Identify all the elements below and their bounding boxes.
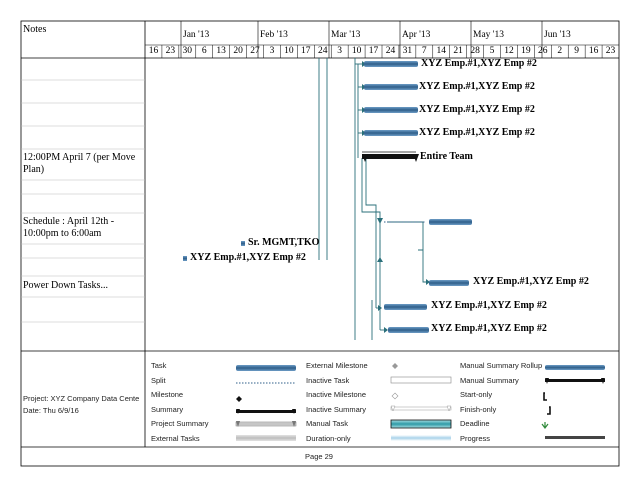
note-row-separators xyxy=(21,79,145,323)
month-label: May '13 xyxy=(473,30,505,40)
task-bar-power-down-3[interactable] xyxy=(388,327,429,333)
legend-item-label: Manual Summary Rollup xyxy=(460,361,543,370)
day-label: 2 xyxy=(557,46,563,56)
connector-arrowheads xyxy=(362,61,430,333)
legend-item-label: Duration-only xyxy=(306,434,351,443)
day-label: 31 xyxy=(402,46,413,56)
legend-item-label: Manual Summary xyxy=(460,375,519,385)
bar-label-power-1: XYZ Emp.#1,XYZ Emp #2 xyxy=(473,276,589,287)
task-bar-power-down-2[interactable] xyxy=(384,304,427,310)
dependency-connectors xyxy=(318,58,430,340)
legend-item-label: Inactive Task xyxy=(306,375,350,385)
day-label: 23 xyxy=(605,46,616,56)
legend-item-label: External Milestone xyxy=(306,361,368,370)
bar-label-early: XYZ Emp.#1,XYZ Emp #2 xyxy=(190,252,306,263)
month-label: Jan '13 xyxy=(183,30,210,40)
bar-label-power-3: XYZ Emp.#1,XYZ Emp #2 xyxy=(431,323,547,334)
bar-label-entire-team: Entire Team xyxy=(420,151,473,162)
bar-label-power-2: XYZ Emp.#1,XYZ Emp #2 xyxy=(431,300,547,311)
task-bar-sr-mgmt[interactable] xyxy=(241,241,245,246)
legend-item-label: Progress xyxy=(460,434,491,443)
day-label: 3 xyxy=(269,46,275,56)
project-date: Date: Thu 6/9/16 xyxy=(23,406,79,415)
note-item: 12:00PM April 7 (per Move Plan) xyxy=(23,152,136,175)
legend-item-label: Inactive Summary xyxy=(306,404,367,414)
day-label: 9 xyxy=(574,46,580,56)
task-bar-2[interactable] xyxy=(364,84,418,90)
day-label: 17 xyxy=(301,46,311,56)
notes-header: Notes xyxy=(23,24,47,35)
day-label: 20 xyxy=(233,46,243,56)
legend-item-label: External Tasks xyxy=(151,434,200,443)
bar-label-3: XYZ Emp.#1,XYZ Emp #2 xyxy=(419,104,535,115)
day-label: 21 xyxy=(453,46,463,56)
task-bar-4[interactable] xyxy=(364,130,418,136)
task-bar-1[interactable] xyxy=(364,61,418,67)
note-item: Power Down Tasks... xyxy=(23,280,108,291)
day-label: 7 xyxy=(421,46,427,56)
legend-swatches xyxy=(235,363,605,441)
day-label: 16 xyxy=(588,46,599,56)
day-label: 10 xyxy=(351,46,362,56)
day-label: 26 xyxy=(538,46,548,56)
legend-item-label: Manual Task xyxy=(306,419,348,429)
page-number: Page 29 xyxy=(305,452,333,461)
day-label: 13 xyxy=(216,46,226,56)
bar-label-2: XYZ Emp.#1,XYZ Emp #2 xyxy=(419,81,535,92)
legend-item-label: Deadline xyxy=(460,419,490,429)
day-label: 16 xyxy=(148,46,159,56)
split-task-bar[interactable] xyxy=(429,219,472,225)
legend-item-label: Milestone xyxy=(151,390,184,400)
task-bar-power-down-1[interactable] xyxy=(429,280,469,286)
month-label: Feb '13 xyxy=(260,30,288,40)
bar-label-sr-mgmt: Sr. MGMT,TKO xyxy=(248,237,320,248)
month-label: Apr '13 xyxy=(402,30,431,40)
day-label: 28 xyxy=(470,46,480,56)
day-label: 27 xyxy=(250,46,260,56)
bar-label-1: XYZ Emp.#1,XYZ Emp #2 xyxy=(421,58,537,69)
legend-item-label: Project Summary xyxy=(151,419,209,429)
task-bars xyxy=(183,61,472,333)
bar-label-4: XYZ Emp.#1,XYZ Emp #2 xyxy=(419,127,535,138)
task-bar-early[interactable] xyxy=(183,256,187,261)
page-border xyxy=(20,20,620,467)
day-label: 24 xyxy=(317,46,328,56)
summary-bar-entire-team[interactable] xyxy=(362,154,416,159)
month-label: Mar '13 xyxy=(331,30,361,40)
month-separators xyxy=(180,21,543,58)
day-label: 10 xyxy=(284,46,294,56)
day-label: 23 xyxy=(165,46,176,56)
note-item: Schedule : April 12th - 10:00pm to 6:00a… xyxy=(23,216,115,239)
month-label: Jun '13 xyxy=(544,30,571,40)
legend-item-label: Task xyxy=(151,361,167,370)
day-label: 19 xyxy=(521,46,531,56)
legend-item-label: Inactive Milestone xyxy=(306,390,367,400)
task-bar-3[interactable] xyxy=(364,107,418,113)
legend-item-label: Split xyxy=(151,375,166,385)
legend-item-label: Start-only xyxy=(460,390,493,400)
day-label: 17 xyxy=(368,46,379,56)
day-label: 14 xyxy=(436,46,446,56)
day-label: 12 xyxy=(504,46,514,56)
day-label: 30 xyxy=(182,46,193,56)
day-label: 6 xyxy=(201,46,207,56)
day-label: 24 xyxy=(385,46,396,56)
project-name: Project: XYZ Company Data Cente xyxy=(23,394,140,403)
day-label: 5 xyxy=(489,46,495,56)
legend-item-label: Summary xyxy=(151,404,184,414)
day-label: 3 xyxy=(337,46,343,56)
legend-item-label: Finish-only xyxy=(460,404,497,414)
day-separators xyxy=(161,45,603,58)
